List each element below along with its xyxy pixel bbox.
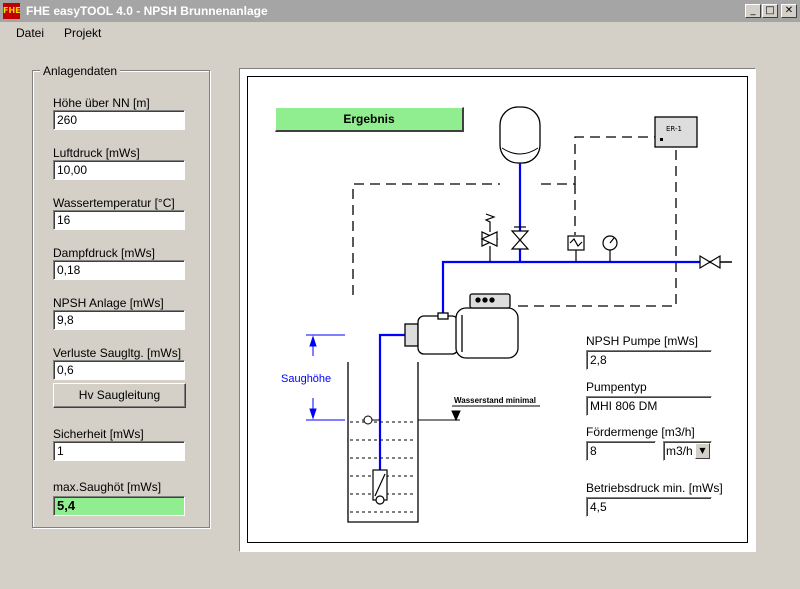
max-saughoehe-result: 5,4 (53, 496, 185, 516)
foerdermenge-label: Fördermenge [m3/h] (586, 425, 695, 439)
verluste-label: Verluste Saugltg. [mWs] (53, 346, 182, 360)
anlagendaten-group (32, 70, 210, 528)
tank-valve-icon (510, 226, 530, 250)
hv-saugleitung-button[interactable]: Hv Saugleitung (53, 383, 186, 408)
betriebsdruck-label: Betriebsdruck min. [mWs] (586, 481, 723, 495)
dampfdruck-input[interactable]: 0,18 (53, 260, 185, 280)
npsh-pumpe-label: NPSH Pumpe [mWs] (586, 334, 699, 348)
menu-projekt[interactable]: Projekt (64, 26, 102, 40)
ergebnis-button[interactable]: Ergebnis (275, 107, 464, 132)
pumpentyp-input[interactable]: MHI 806 DM (586, 396, 712, 416)
close-button[interactable]: ✕ (781, 4, 797, 18)
controller-er1-icon: ER-1 (654, 116, 698, 148)
foerdermenge-input[interactable]: 8 (586, 441, 656, 461)
maximize-button[interactable]: □ (762, 4, 778, 18)
wassertemperatur-input[interactable]: 16 (53, 210, 185, 230)
brunnenanlage-diagram: ER-1 (281, 106, 732, 523)
svg-text:ER-1: ER-1 (666, 125, 682, 133)
pressure-tank-icon (499, 106, 541, 164)
npsh-anlage-label: NPSH Anlage [mWs] (53, 296, 164, 310)
hoehe-label: Höhe über NN [m] (53, 96, 150, 110)
control-lines (352, 136, 677, 307)
manometer-icon (602, 235, 618, 262)
wassertemperatur-label: Wassertemperatur [°C] (53, 196, 175, 210)
dampfdruck-label: Dampfdruck [mWs] (53, 246, 156, 260)
safety-valve-icon (480, 213, 499, 262)
luftdruck-label: Luftdruck [mWs] (53, 146, 140, 160)
verluste-input[interactable]: 0,6 (53, 360, 185, 380)
hoehe-input[interactable]: 260 (53, 110, 185, 130)
sicherheit-label: Sicherheit [mWs] (53, 427, 144, 441)
pressure-switch-icon (567, 235, 585, 262)
npsh-pumpe-input[interactable]: 2,8 (586, 350, 712, 370)
wasserstand-marker (418, 405, 540, 422)
sicherheit-input[interactable]: 1 (53, 441, 185, 461)
max-saughoehe-label: max.Saughöt [mWs] (53, 480, 162, 494)
saughoehe-label: Saughöhe (281, 373, 331, 385)
anlagendaten-legend: Anlagendaten (40, 64, 121, 78)
saughoehe-dimension (306, 334, 345, 421)
outlet-valve-icon (699, 254, 721, 270)
menu-datei[interactable]: Datei (16, 26, 45, 40)
pump-motor-icon (404, 293, 519, 359)
betriebsdruck-input[interactable]: 4,5 (586, 497, 712, 517)
window-title: FHE easyTOOL 4.0 - NPSH Brunnenanlage (26, 4, 268, 18)
app-logo-icon: FHE (3, 3, 21, 19)
luftdruck-input[interactable]: 10,00 (53, 160, 185, 180)
minimize-button[interactable]: _ (745, 4, 761, 18)
menu-bar: Datei Projekt (0, 22, 800, 44)
npsh-anlage-input[interactable]: 9,8 (53, 310, 185, 330)
pumpentyp-label: Pumpentyp (586, 380, 647, 394)
wasserstand-label: Wasserstand minimal (454, 396, 536, 405)
title-bar: FHE FHE easyTOOL 4.0 - NPSH Brunnenanlag… (0, 0, 800, 22)
chevron-down-icon[interactable]: ▼ (695, 443, 710, 459)
foot-valve-icon (372, 469, 388, 505)
